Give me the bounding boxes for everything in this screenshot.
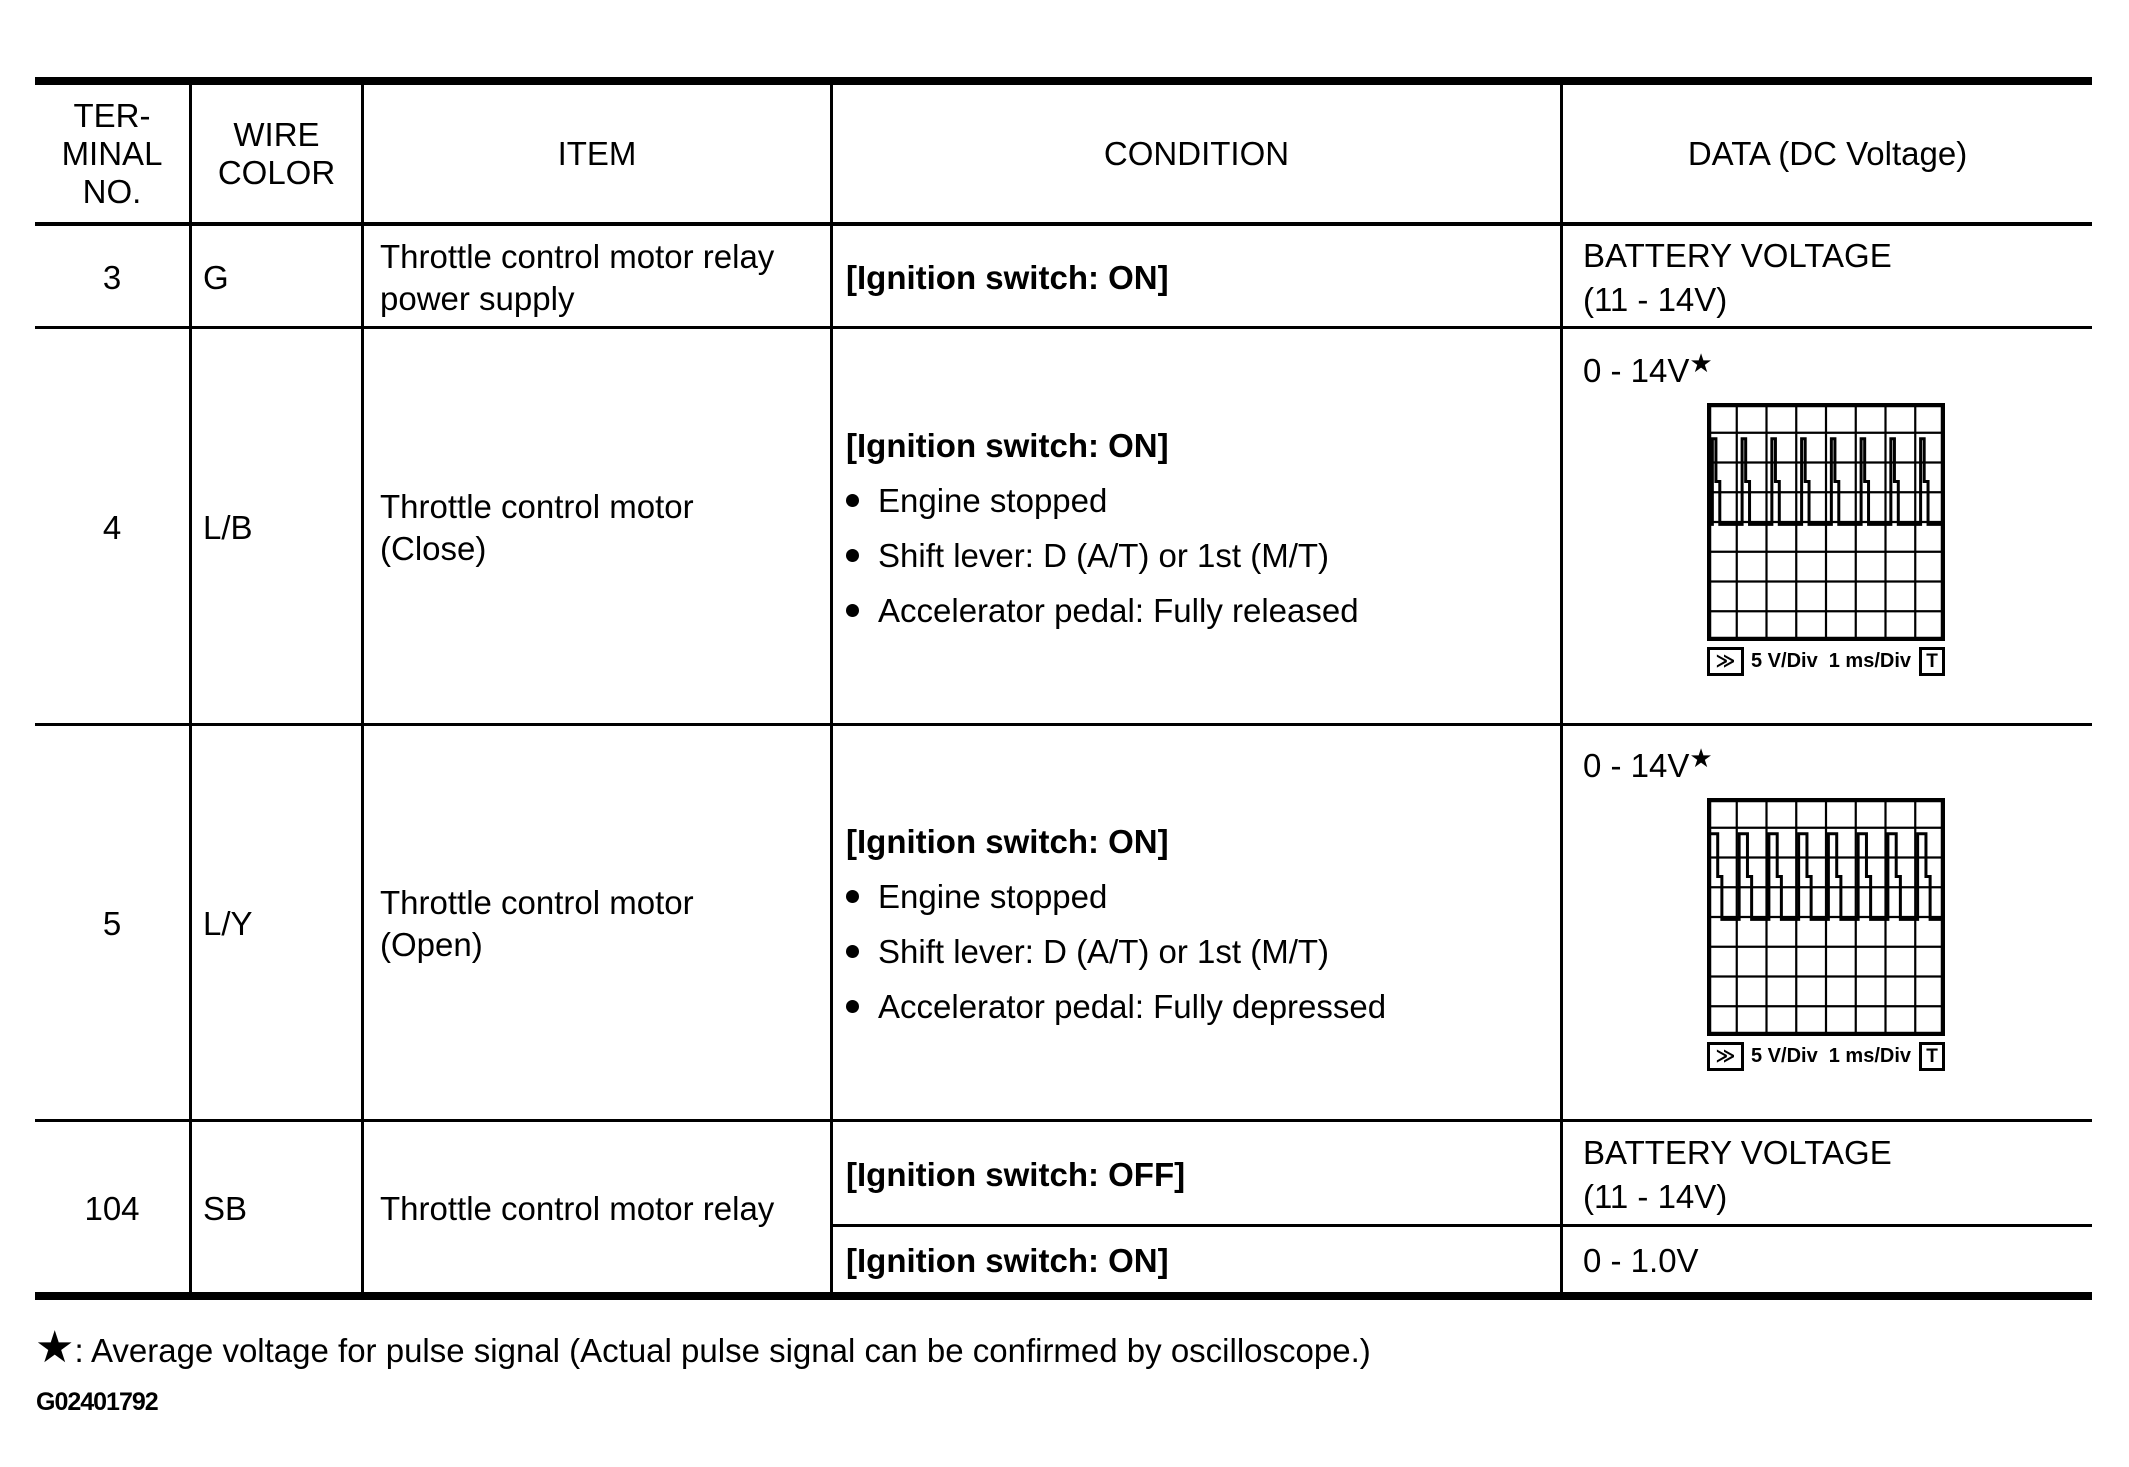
bullet-icon [846,945,859,958]
data-value-cell: BATTERY VOLTAGE (11 - 14V) [1583,237,1892,318]
header-divider [35,222,2092,226]
bullet-icon [846,549,859,562]
data-range-label: 0 - 14V★ [1583,348,1713,389]
terminal-no-cell: 3 [102,259,122,296]
condition-cell: [Ignition switch: ON] Engine stopped Shi… [846,333,1560,723]
table-bottom-border [35,1292,2092,1300]
data-value-cell: BATTERY VOLTAGE (11 - 14V) [1583,1133,1892,1215]
bullet-icon [846,1000,859,1013]
oscilloscope-scale-bar: ≫ 5 V/Div 1 ms/Div T [1707,647,1945,676]
trigger-marker-icon: T [1919,1042,1945,1071]
terminal-no-cell: 5 [102,905,122,942]
time-per-div-label: 1 ms/Div [1828,650,1911,672]
terminal-no-cell: 4 [102,509,122,546]
header-wire-color: WIRE COLOR [217,115,336,191]
header-terminal-no: TER- MINAL NO. [61,96,163,210]
column-divider [361,80,364,1296]
footnote: ★ : Average voltage for pulse signal (Ac… [35,1326,1371,1370]
condition-cell: [Ignition switch: ON] [846,259,1169,296]
condition-bullet: Shift lever: D (A/T) or 1st (M/T) [846,932,1386,972]
volts-per-div-label: 5 V/Div [1751,650,1818,672]
bullet-icon [846,494,859,507]
terminal-no-cell: 104 [84,1189,140,1227]
header-item: ITEM [557,134,637,172]
condition-cell: [Ignition switch: ON] [846,1242,1169,1279]
condition-main: [Ignition switch: ON] [846,822,1169,860]
figure-id: G02401792 [36,1388,159,1416]
item-cell: Throttle control motor (Open) [380,884,694,963]
cursor-marker-icon: ≫ [1707,647,1744,676]
condition-cell: [Ignition switch: ON] Engine stopped Shi… [846,729,1560,1119]
cursor-marker-icon: ≫ [1707,1042,1744,1071]
oscilloscope-waveform-svg [1706,797,1946,1037]
oscilloscope-throttle-close: ≫ 5 V/Div 1 ms/Div T [1706,402,1946,676]
sub-row-divider [830,1224,2092,1227]
wire-color-cell: SB [203,1189,248,1227]
bullet-icon [846,890,859,903]
row-divider [35,326,2092,329]
condition-cell: [Ignition switch: OFF] [846,1155,1186,1193]
condition-bullet: Shift lever: D (A/T) or 1st (M/T) [846,536,1359,576]
header-condition: CONDITION [1103,134,1290,172]
column-divider [189,80,192,1296]
row-divider [35,1119,2092,1122]
wire-color-cell: L/Y [203,905,253,942]
star-icon: ★ [1689,348,1713,378]
wire-color-cell: G [203,259,229,296]
item-cell: Throttle control motor relay power suppl… [380,238,775,317]
item-cell: Throttle control motor (Close) [380,488,694,567]
footnote-text: : Average voltage for pulse signal (Actu… [74,1332,1371,1369]
table-top-border [35,77,2092,85]
column-divider [830,80,833,1296]
data-value-cell: 0 - 1.0V [1583,1242,1699,1279]
condition-main: [Ignition switch: ON] [846,426,1169,464]
condition-bullet: Engine stopped [846,877,1386,917]
data-range-label: 0 - 14V★ [1583,743,1713,784]
condition-bullet: Engine stopped [846,481,1359,521]
row-divider [35,723,2092,726]
oscilloscope-waveform-svg [1706,402,1946,642]
star-icon: ★ [1689,743,1713,773]
time-per-div-label: 1 ms/Div [1828,1045,1911,1067]
column-divider [1560,80,1563,1296]
bullet-icon [846,604,859,617]
header-data: DATA (DC Voltage) [1687,134,1968,172]
condition-bullet: Accelerator pedal: Fully depressed [846,987,1386,1027]
item-cell: Throttle control motor relay [380,1189,775,1227]
wire-color-cell: L/B [203,509,253,546]
oscilloscope-scale-bar: ≫ 5 V/Div 1 ms/Div T [1707,1042,1945,1071]
volts-per-div-label: 5 V/Div [1751,1045,1818,1067]
oscilloscope-throttle-open: ≫ 5 V/Div 1 ms/Div T [1706,797,1946,1071]
condition-bullet: Accelerator pedal: Fully released [846,591,1359,631]
star-icon: ★ [35,1323,75,1372]
trigger-marker-icon: T [1919,647,1945,676]
